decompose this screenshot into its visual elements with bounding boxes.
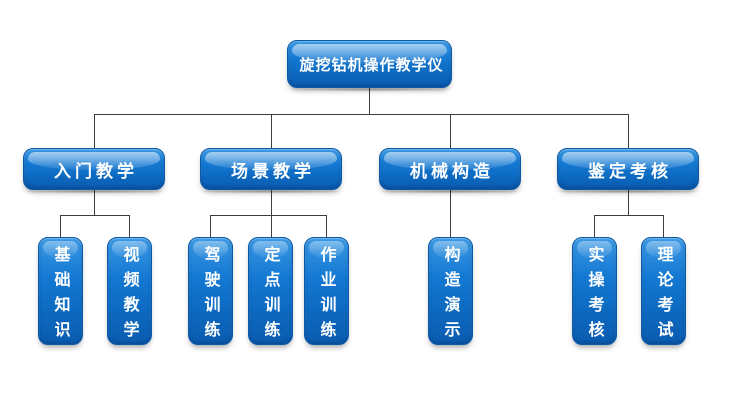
node-fixed-point-training[interactable]: 定点训练 <box>248 237 293 346</box>
node-label: 驾驶训练 <box>201 245 221 346</box>
node-label: 作业训练 <box>317 245 337 346</box>
connector-line <box>594 215 664 216</box>
connector-line <box>628 114 629 148</box>
node-label: 理论考试 <box>654 245 674 346</box>
connector-line <box>663 215 664 237</box>
connector-line <box>94 190 95 216</box>
node-root[interactable]: 旋挖钻机操作教学仪 <box>287 40 452 88</box>
connector-line <box>369 88 370 115</box>
node-label: 定点训练 <box>261 245 281 346</box>
node-label: 机械构造 <box>410 161 494 182</box>
connector-line <box>628 190 629 216</box>
node-assessment[interactable]: 鉴定考核 <box>557 148 699 190</box>
node-scene-teaching[interactable]: 场景教学 <box>200 148 342 190</box>
node-driving-training[interactable]: 驾驶训练 <box>188 237 233 346</box>
connector-line <box>210 215 327 216</box>
node-label: 视频教学 <box>120 245 140 346</box>
node-label: 旋挖钻机操作教学仪 <box>299 55 444 74</box>
connector-line <box>94 114 629 115</box>
connector-line <box>94 114 95 148</box>
node-operation-training[interactable]: 作业训练 <box>304 237 349 346</box>
connector-line <box>326 215 327 237</box>
connector-line <box>60 215 130 216</box>
node-basic-knowledge[interactable]: 基础知识 <box>38 237 83 346</box>
node-practical-exam[interactable]: 实操考核 <box>572 237 617 346</box>
node-video-teaching[interactable]: 视频教学 <box>107 237 152 346</box>
node-intro-teaching[interactable]: 入门教学 <box>23 148 165 190</box>
connector-line <box>271 190 272 237</box>
node-label: 鉴定考核 <box>588 161 672 182</box>
connector-line <box>594 215 595 237</box>
node-structure-demo[interactable]: 构造演示 <box>428 237 473 346</box>
node-label: 实操考核 <box>585 245 605 346</box>
connector-line <box>450 114 451 148</box>
connector-line <box>129 215 130 237</box>
connector-line <box>210 215 211 237</box>
connector-line <box>271 114 272 148</box>
node-label: 入门教学 <box>54 161 138 182</box>
node-theory-exam[interactable]: 理论考试 <box>641 237 686 346</box>
node-label: 场景教学 <box>231 161 315 182</box>
node-label: 基础知识 <box>51 245 71 346</box>
node-machine-structure[interactable]: 机械构造 <box>379 148 521 190</box>
connector-line <box>450 190 451 237</box>
connector-line <box>60 215 61 237</box>
node-label: 构造演示 <box>441 245 461 346</box>
